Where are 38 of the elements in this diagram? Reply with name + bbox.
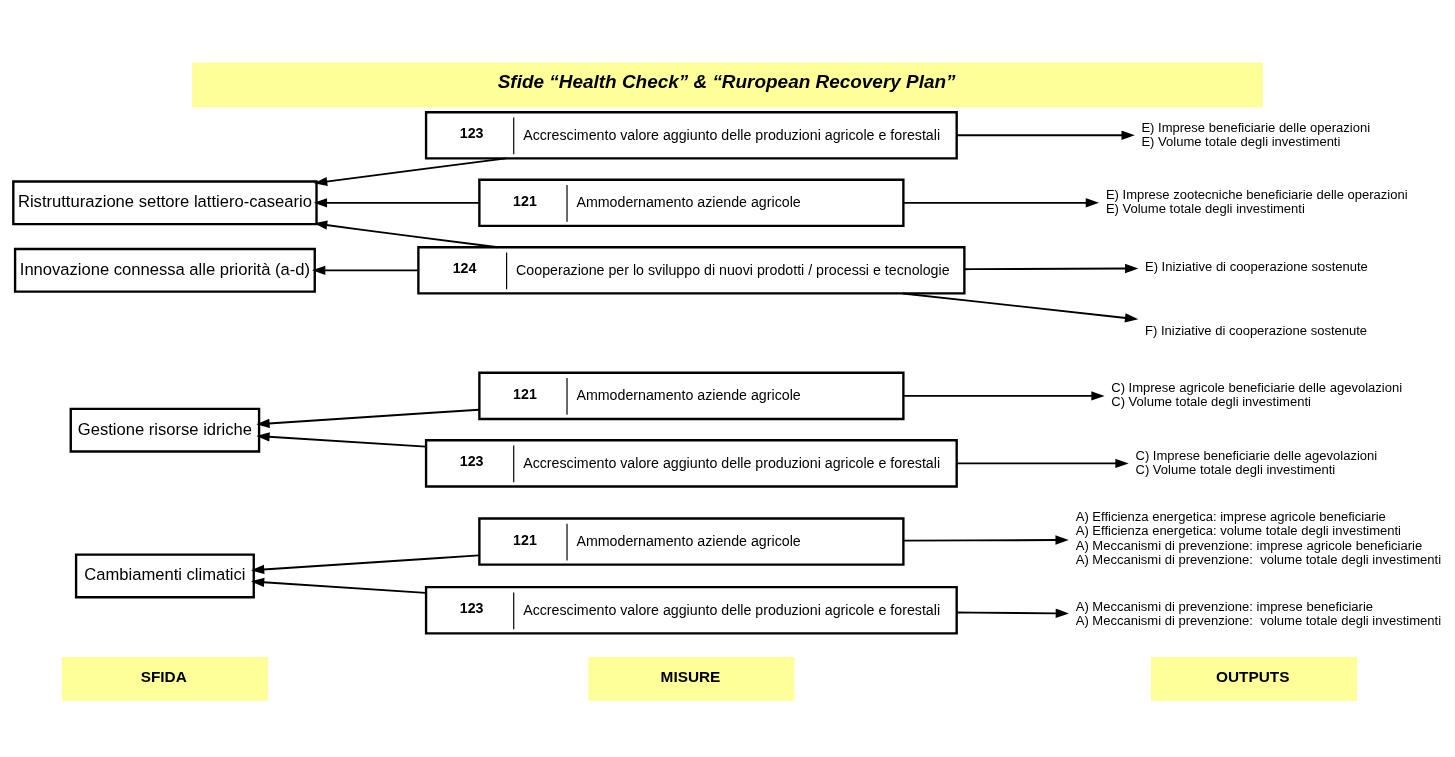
- arrow: [312, 265, 419, 275]
- node-box: 123 Accrescimento valore aggiunto delle produzioni agricole e forestali: [424, 110, 958, 160]
- node-text: F) Iniziative di cooperazione sostenute: [1144, 322, 1368, 338]
- node-box: MISURE: [588, 656, 795, 701]
- node-box: 121 Ammodernamento aziende agricole: [478, 178, 905, 227]
- arrow: [256, 408, 480, 428]
- node-text: A) Efficienza energetica: imprese agricole beneficiarie A) Efficienza energetica: volume totale degli investimenti A) Meccanismi di prevenzione: imprese agricole beneficiarie A) Meccanismi di prevenzione: volume totale degli investimenti: [1075, 508, 1442, 567]
- arrow: [256, 431, 427, 448]
- node-box: 121 Ammodernamento aziende agricole: [478, 516, 905, 566]
- node-box: Innovazione connessa alle priorità (a-d): [13, 247, 316, 293]
- arrow: [902, 390, 1105, 401]
- arrow: [250, 577, 427, 594]
- arrow: [963, 263, 1139, 273]
- node-box: 121 Ammodernamento aziende agricole: [478, 371, 905, 420]
- node-text: E) Imprese beneficiarie delle operazioni E) Volume totale degli investimenti: [1141, 119, 1371, 149]
- node-text: E) Imprese zootecniche beneficiarie delle operazioni E) Volume totale degli investimenti: [1105, 186, 1408, 216]
- arrow: [250, 553, 480, 574]
- node-box: Gestione risorse idriche: [69, 407, 261, 453]
- arrow: [313, 156, 508, 186]
- node-box: 123 Accrescimento valore aggiunto delle produzioni agricole e forestali: [424, 438, 958, 488]
- node-box: 124 Cooperazione per lo sviluppo di nuovi prodotti / processi e tecnologie: [417, 245, 966, 295]
- node-text: C) Imprese beneficiarie delle agevolazioni C) Volume totale degli investimenti: [1135, 447, 1378, 477]
- arrow: [956, 130, 1135, 140]
- node-text: A) Meccanismi di prevenzione: imprese beneficiarie A) Meccanismi di prevenzione: volume totale degli investimenti: [1075, 598, 1442, 628]
- arrow: [902, 534, 1069, 545]
- node-text: E) Iniziative di cooperazione sostenute: [1144, 258, 1368, 274]
- node-box: SFIDA: [61, 656, 268, 701]
- arrow: [902, 197, 1099, 207]
- node-box: OUTPUTS: [1150, 656, 1357, 701]
- arrow: [956, 458, 1129, 468]
- node-text: C) Imprese agricole beneficiarie delle agevolazioni C) Volume totale degli investimenti: [1111, 379, 1403, 409]
- arrow: [901, 292, 1139, 322]
- node-box: 123 Accrescimento valore aggiunto delle produzioni agricole e forestali: [424, 585, 958, 635]
- node-box: Ristrutturazione settore lattiero-caseario: [12, 179, 318, 225]
- arrow: [956, 608, 1069, 618]
- arrow: [313, 197, 481, 207]
- node-box: Cambiamenti climatici: [74, 552, 255, 598]
- diagram-title: Sfide “Health Check” & “Ruropean Recovery Plan”: [497, 70, 956, 92]
